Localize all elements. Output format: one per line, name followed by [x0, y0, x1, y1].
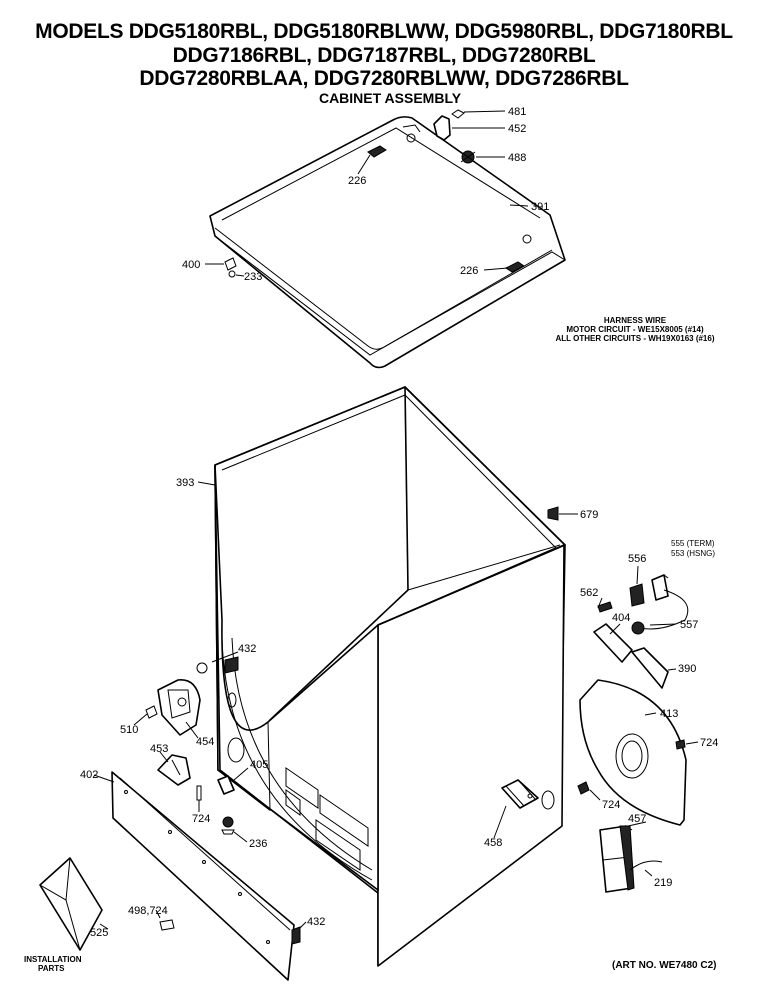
hinge-bracket-452: [433, 115, 505, 141]
terminal-block-555: [651, 574, 669, 601]
screw-562: [597, 597, 613, 613]
label-413: 413: [660, 708, 678, 720]
toe-kick-panel-402: [93, 771, 295, 981]
installation-label-line-1: INSTALLATION: [24, 955, 82, 964]
label-557: 557: [680, 619, 698, 631]
label-233: 233: [244, 271, 262, 283]
label-553: 553 (HSNG): [671, 549, 715, 558]
label-400: 400: [182, 259, 200, 271]
label-432-lower: 432: [307, 916, 325, 928]
label-724-rear: 724: [700, 737, 718, 749]
harness-motor-circuit: MOTOR CIRCUIT - WE15X8005 (#14): [566, 325, 704, 334]
door-catch-458: [493, 779, 539, 839]
label-405: 405: [250, 759, 268, 771]
label-402: 402: [80, 769, 98, 781]
label-226-upper: 226: [348, 175, 366, 187]
connector-556: [629, 565, 645, 607]
bracket-390: [631, 647, 677, 689]
label-236: 236: [249, 838, 267, 850]
door-switch-454: [157, 679, 201, 739]
label-390: 390: [678, 663, 696, 675]
label-562: 562: [580, 587, 598, 599]
harness-other-circuits: ALL OTHER CIRCUITS - WH19X0163 (#16): [555, 334, 715, 343]
installation-label-line-2: PARTS: [38, 964, 65, 973]
hinge-screw-481: [451, 109, 506, 119]
top-panel: [209, 116, 566, 369]
seal-432-upper: [196, 651, 239, 674]
label-453: 453: [150, 743, 168, 755]
harness-wire-title: HARNESS WIRE: [603, 316, 667, 325]
rear-cover-413: [579, 679, 687, 826]
part-labels: 481 452 488 226 391 400 233 226 393 679 …: [24, 106, 718, 973]
bracket-453: [157, 751, 191, 786]
label-724-left: 724: [192, 813, 210, 825]
washer-233: [228, 270, 245, 278]
clip-405: [217, 767, 249, 795]
assembly-subtitle: CABINET ASSEMBLY: [318, 90, 462, 106]
models-title-line-3: DDG7280RBLAA, DDG7280RBLWW, DDG7286RBL: [139, 67, 629, 90]
label-219: 219: [654, 877, 672, 889]
pigtail-wire-557: [631, 589, 689, 635]
label-481: 481: [508, 106, 526, 118]
label-454: 454: [196, 736, 214, 748]
screw-498: [155, 909, 175, 931]
leveling-leg-236: [221, 816, 248, 843]
label-525: 525: [90, 927, 108, 939]
models-title-line-1: MODELS DDG5180RBL, DDG5180RBLWW, DDG5980…: [35, 20, 733, 43]
bumper-488: [460, 150, 505, 164]
label-724-mid: 724: [602, 799, 620, 811]
wire-219: [629, 860, 663, 877]
art-number: (ART NO. WE7480 C2): [612, 960, 717, 971]
label-457: 457: [628, 813, 646, 825]
label-488: 488: [508, 152, 526, 164]
models-title-line-2: DDG7186RBL, DDG7187RBL, DDG7280RBL: [172, 44, 596, 67]
label-404: 404: [612, 612, 630, 624]
harness-wire-note: HARNESS WIRE MOTOR CIRCUIT - WE15X8005 (…: [520, 316, 750, 343]
screw-679: [547, 506, 578, 521]
screw-510: [133, 705, 158, 726]
label-432-upper: 432: [238, 643, 256, 655]
screw-400: [205, 257, 237, 271]
screw-724-mid: [577, 781, 601, 801]
label-452: 452: [508, 123, 526, 135]
bracket-404: [593, 623, 633, 663]
label-679: 679: [580, 509, 598, 521]
screw-724-left: [196, 785, 202, 812]
label-498-724: 498,724: [128, 905, 168, 917]
clip-432-lower: [291, 921, 307, 945]
label-510: 510: [120, 724, 138, 736]
label-556: 556: [628, 553, 646, 565]
cabinet-body: [214, 386, 566, 967]
screw-724-rear: [675, 739, 699, 750]
label-393: 393: [176, 477, 194, 489]
label-391: 391: [531, 201, 549, 213]
label-458: 458: [484, 837, 502, 849]
label-555: 555 (TERM): [671, 539, 715, 548]
control-box-457: [599, 821, 647, 893]
label-226-lower: 226: [460, 265, 478, 277]
installation-parts-bag: [39, 857, 109, 951]
